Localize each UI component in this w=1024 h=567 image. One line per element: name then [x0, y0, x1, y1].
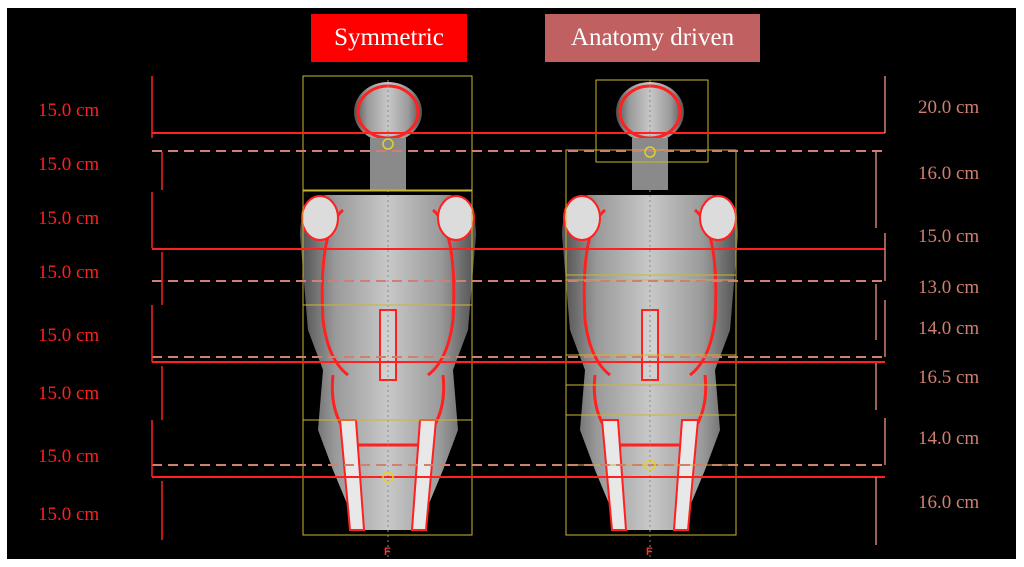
left-label: 15.0 cm: [38, 154, 99, 176]
dashed-lines: [152, 151, 885, 465]
left-label: 15.0 cm: [38, 208, 99, 230]
left-label: 15.0 cm: [38, 262, 99, 284]
left-label: 15.0 cm: [38, 325, 99, 347]
right-arrows: [876, 76, 885, 545]
solid-lines: [152, 133, 885, 477]
left-label: 15.0 cm: [38, 446, 99, 468]
anatomy-driven-tag: Anatomy driven: [545, 14, 760, 62]
right-label: 14.0 cm: [918, 428, 979, 450]
right-label: 13.0 cm: [918, 277, 979, 299]
marker-f-left: F: [384, 546, 391, 558]
right-label: 16.0 cm: [918, 492, 979, 514]
right-label: 20.0 cm: [918, 97, 979, 119]
left-arrows: [152, 76, 162, 540]
symmetric-tag: Symmetric: [311, 14, 467, 62]
right-label: 14.0 cm: [918, 318, 979, 340]
right-label: 16.0 cm: [918, 163, 979, 185]
left-label: 15.0 cm: [38, 383, 99, 405]
right-label: 16.5 cm: [918, 367, 979, 389]
left-label: 15.0 cm: [38, 100, 99, 122]
right-label: 15.0 cm: [918, 226, 979, 248]
left-label: 15.0 cm: [38, 504, 99, 526]
marker-f-right: F: [646, 546, 653, 558]
